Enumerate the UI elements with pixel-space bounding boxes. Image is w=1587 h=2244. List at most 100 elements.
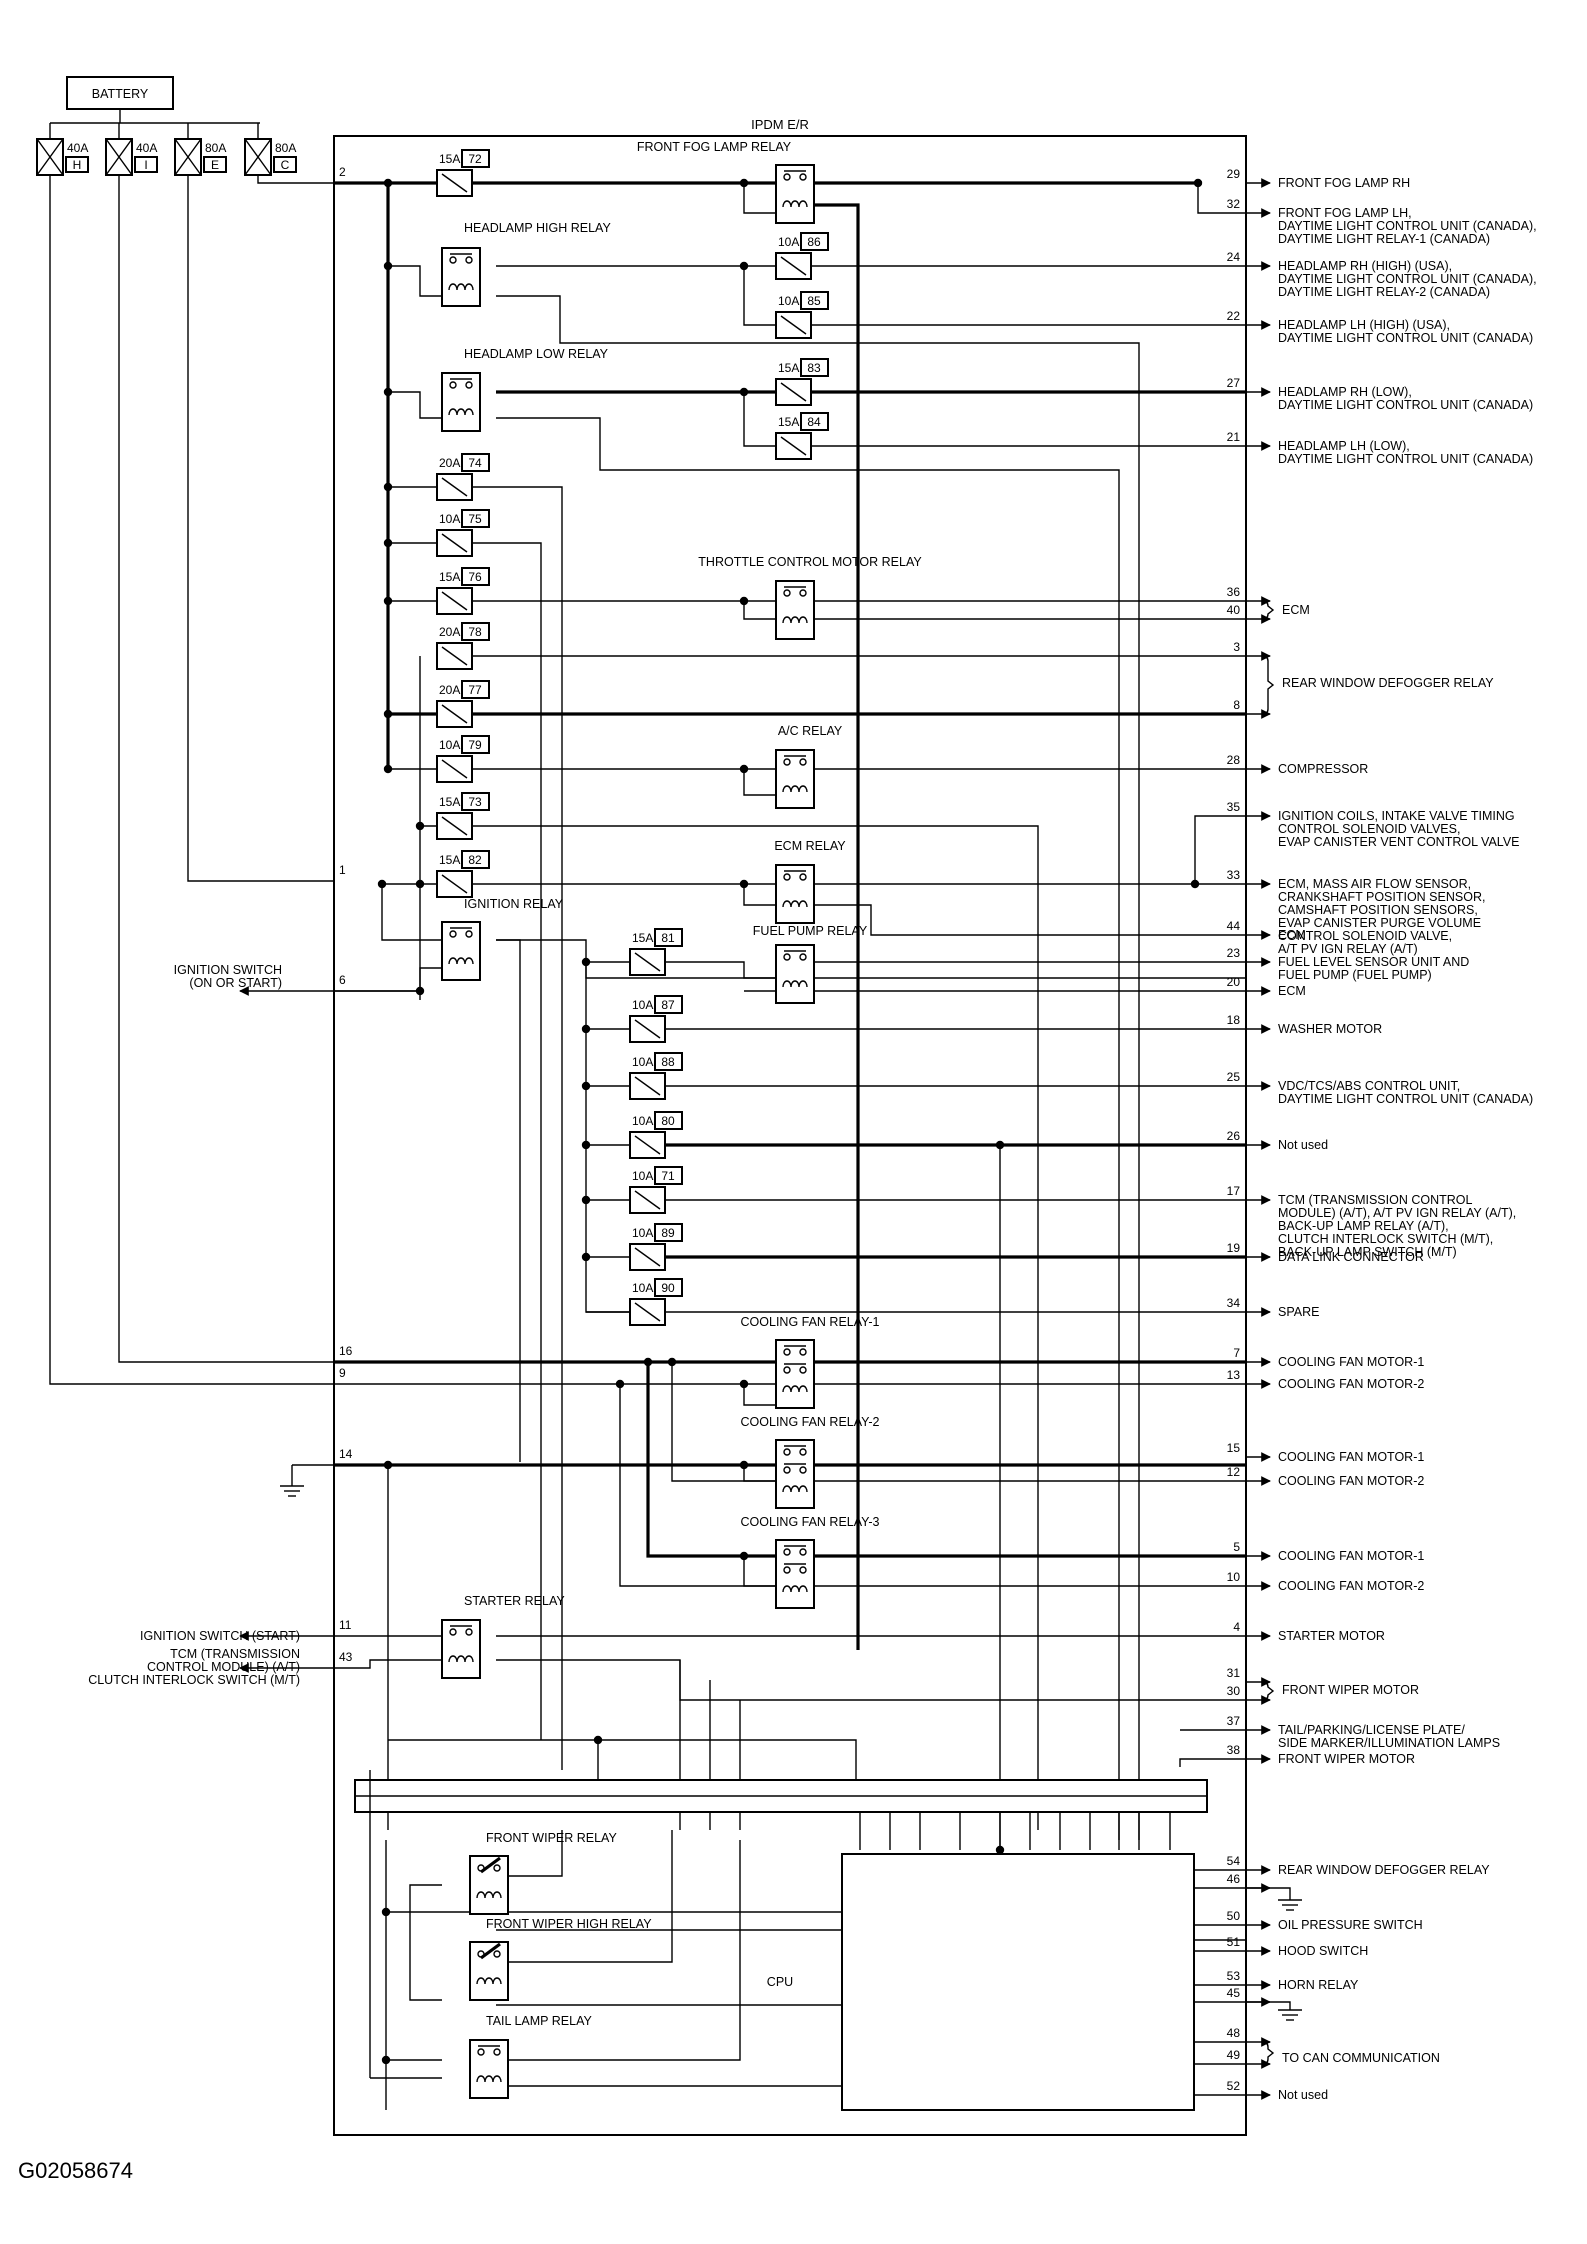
junction-dot <box>667 1357 677 1367</box>
output-line: HOOD SWITCH <box>1278 1944 1368 1958</box>
fuse-rating: 10A <box>632 1226 653 1240</box>
relay-tail-lamp-relay: TAIL LAMP RELAY <box>469 2014 592 2099</box>
fuse-rating: 15A <box>439 570 460 584</box>
brace-icon <box>1261 2041 1275 2065</box>
relay-ecm-relay: ECM RELAY <box>774 839 846 924</box>
relay-headlamp-high-relay: HEADLAMP HIGH RELAY <box>441 221 611 307</box>
output-line: CRANKSHAFT POSITION SENSOR, <box>1278 890 1485 904</box>
pin-16: 16 <box>339 1344 353 1358</box>
output-line: EVAP CANISTER VENT CONTROL VALVE <box>1278 835 1520 849</box>
output-line: BACK-UP LAMP SWITCH (M/T) <box>1278 1245 1457 1259</box>
pin-38: 38 <box>1227 1743 1241 1757</box>
relay-cooling-fan-relay-2: COOLING FAN RELAY-2 <box>741 1415 880 1509</box>
left-output-label: IGNITION SWITCH (START) <box>140 1629 300 1643</box>
output-label: HEADLAMP LH (HIGH) (USA),DAYTIME LIGHT C… <box>1278 318 1533 345</box>
fuse-number: 83 <box>807 361 821 375</box>
pin-53: 53 <box>1227 1969 1241 1983</box>
output-label: HEADLAMP RH (LOW),DAYTIME LIGHT CONTROL … <box>1278 385 1533 412</box>
pin-30: 30 <box>1227 1684 1241 1698</box>
pin-7: 7 <box>1233 1346 1240 1360</box>
pin-52: 52 <box>1227 2079 1241 2093</box>
relay-label: COOLING FAN RELAY-3 <box>741 1515 880 1529</box>
junction-dot <box>593 1735 603 1745</box>
output-line: HORN RELAY <box>1278 1978 1359 1992</box>
ground-icon <box>1278 1899 1302 1911</box>
junction-dot <box>383 1460 393 1470</box>
output-label: DATA LINK CONNECTOR <box>1278 1250 1424 1264</box>
pin-13: 13 <box>1227 1368 1241 1382</box>
pin-40: 40 <box>1227 603 1241 617</box>
ground-icon <box>280 1485 304 1497</box>
output-label: ECM <box>1278 984 1306 998</box>
pin-14: 14 <box>339 1447 353 1461</box>
pin-27: 27 <box>1227 376 1241 390</box>
output-label: VDC/TCS/ABS CONTROL UNIT,DAYTIME LIGHT C… <box>1278 1079 1533 1106</box>
output-line: CAMSHAFT POSITION SENSORS, <box>1278 903 1478 917</box>
ground-symbols <box>280 1485 1302 2021</box>
pin-12: 12 <box>1227 1465 1241 1479</box>
fuse-rating: 15A <box>778 415 799 429</box>
pin-10: 10 <box>1227 1570 1241 1584</box>
right-pin-numbers: 2932242227213640382835334423201825261719… <box>1227 167 1241 2093</box>
pin-54: 54 <box>1227 1854 1241 1868</box>
fuse-rating: 15A <box>439 795 460 809</box>
output-label: COMPRESSOR <box>1278 762 1368 776</box>
fuse-number: 75 <box>468 512 482 526</box>
output-line: COOLING FAN MOTOR-2 <box>1278 1474 1424 1488</box>
output-line: HEADLAMP LH (HIGH) (USA), <box>1278 318 1450 332</box>
output-line: COMPRESSOR <box>1278 762 1368 776</box>
fuse-number: 86 <box>807 235 821 249</box>
output-line: Not used <box>1278 1138 1328 1152</box>
output-line: FRONT WIPER MOTOR <box>1278 1752 1415 1766</box>
left-output-labels: IGNITION SWITCH(ON OR START)IGNITION SWI… <box>88 963 300 1687</box>
fuse-rating: 10A <box>632 1281 653 1295</box>
junction-dot <box>581 1081 591 1091</box>
output-line: DAYTIME LIGHT CONTROL UNIT (CANADA) <box>1278 1092 1533 1106</box>
fuse-76: 15A 76 <box>436 567 490 615</box>
junction-dot <box>383 482 393 492</box>
relay-label: FRONT FOG LAMP RELAY <box>637 140 792 154</box>
pin-34: 34 <box>1227 1296 1241 1310</box>
internal-wiring <box>239 181 1291 2111</box>
output-label: COOLING FAN MOTOR-1 <box>1278 1549 1424 1563</box>
output-line: HEADLAMP LH (LOW), <box>1278 439 1410 453</box>
output-line: ECM <box>1278 928 1306 942</box>
output-line: IGNITION SWITCH <box>174 963 282 977</box>
fuse-rating: 20A <box>439 625 460 639</box>
output-label: FRONT FOG LAMP LH,DAYTIME LIGHT CONTROL … <box>1278 206 1537 246</box>
junction-dot <box>739 764 749 774</box>
output-line: MODULE) (A/T), A/T PV IGN RELAY (A/T), <box>1278 1206 1516 1220</box>
pin-26: 26 <box>1227 1129 1241 1143</box>
relay-front-fog-lamp-relay: FRONT FOG LAMP RELAY <box>637 140 815 224</box>
pin-45: 45 <box>1227 1986 1241 2000</box>
output-label: Not used <box>1278 1138 1328 1152</box>
pin-19: 19 <box>1227 1241 1241 1255</box>
junction-dot <box>581 957 591 967</box>
output-label: FRONT FOG LAMP RH <box>1278 176 1410 190</box>
fuse-number: 76 <box>468 570 482 584</box>
output-line: CLUTCH INTERLOCK SWITCH (M/T), <box>1278 1232 1493 1246</box>
output-label: WASHER MOTOR <box>1278 1022 1382 1036</box>
fuse-rating: 20A <box>439 456 460 470</box>
relay-label: FRONT WIPER RELAY <box>486 1831 617 1845</box>
pin-43: 43 <box>339 1650 353 1664</box>
junction-dot <box>581 1252 591 1262</box>
fuse-number: 77 <box>468 683 482 697</box>
fusible-link-rating: 80A <box>275 141 296 155</box>
fuse-number: 78 <box>468 625 482 639</box>
relay-label: FUEL PUMP RELAY <box>753 924 868 938</box>
junction-dots <box>377 178 1203 2065</box>
junction-dot <box>739 596 749 606</box>
junction-dot <box>381 1907 391 1917</box>
pin-2: 2 <box>339 165 346 179</box>
